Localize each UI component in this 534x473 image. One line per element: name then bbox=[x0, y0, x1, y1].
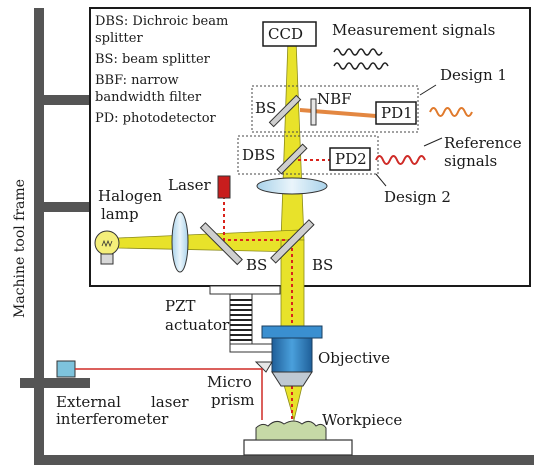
beam-splitter-left bbox=[199, 222, 243, 266]
ccd-label: CCD bbox=[268, 25, 303, 43]
interferometer-beam bbox=[75, 368, 263, 420]
interferometer-label: interferometer bbox=[56, 410, 169, 428]
bs-right-label: BS bbox=[312, 256, 333, 274]
objective bbox=[261, 325, 323, 387]
machine-tool-frame bbox=[20, 8, 534, 465]
workpiece-label: Workpiece bbox=[322, 411, 402, 429]
legend-line-5: bandwidth filter bbox=[95, 90, 202, 105]
narrow-band-filter bbox=[310, 98, 317, 126]
external-label: External bbox=[56, 393, 121, 411]
design2-leader bbox=[375, 173, 387, 187]
red-signal-wave bbox=[375, 155, 426, 165]
orange-signal-wave bbox=[429, 107, 473, 117]
laser-path-main bbox=[223, 196, 293, 420]
pd2-label: PD2 bbox=[335, 150, 367, 168]
objective-body bbox=[271, 337, 313, 373]
measurement-signals-label: Measurement signals bbox=[332, 21, 495, 39]
pzt-top-bracket bbox=[209, 285, 281, 295]
pd2-detector bbox=[329, 147, 371, 171]
pzt-label: PZT bbox=[165, 297, 196, 315]
halogen-label: Halogen bbox=[98, 187, 162, 205]
objective-collar bbox=[261, 325, 323, 339]
legend-line-4: BBF: narrow bbox=[95, 73, 179, 88]
frame-arm-lower bbox=[20, 378, 90, 388]
signals-label: signals bbox=[444, 152, 497, 170]
legend: DBS: Dichroic beam splitter BS: beam spl… bbox=[95, 14, 228, 126]
pzt-bottom-bracket bbox=[229, 343, 277, 353]
lamp-label: lamp bbox=[101, 205, 139, 223]
pzt-stack-lines bbox=[230, 299, 252, 341]
frame-arm-top bbox=[34, 95, 90, 105]
legend-line-6: PD: photodetector bbox=[95, 111, 217, 126]
laser-word-label: laser bbox=[151, 393, 189, 411]
legend-line-1: DBS: Dichroic beam bbox=[95, 14, 228, 29]
prism-label: prism bbox=[211, 391, 255, 409]
halogen-lamp bbox=[94, 230, 120, 265]
dichroic-beam-splitter bbox=[276, 143, 308, 175]
reference-leader bbox=[423, 137, 443, 147]
beam-splitter-right bbox=[270, 219, 315, 264]
ccd-camera bbox=[262, 21, 317, 47]
laser-paths bbox=[223, 159, 330, 420]
lamp-filament bbox=[101, 239, 113, 248]
frame-vertical-post bbox=[34, 8, 44, 460]
design1-leader bbox=[419, 84, 437, 96]
workpiece-stage bbox=[243, 439, 353, 456]
laser-label: Laser bbox=[168, 176, 211, 194]
legend-line-3: BS: beam splitter bbox=[95, 52, 211, 67]
frame-arm-middle bbox=[34, 202, 90, 212]
micro-label: Micro bbox=[207, 373, 252, 391]
collimating-lens bbox=[171, 211, 189, 273]
nbf-label: NBF bbox=[317, 90, 352, 108]
vertical-beam-upper bbox=[280, 39, 305, 241]
actuator-label: actuator bbox=[165, 316, 230, 334]
design2-label: Design 2 bbox=[384, 188, 451, 206]
laser-source bbox=[217, 175, 231, 199]
objective-label: Objective bbox=[318, 349, 390, 367]
workpiece bbox=[255, 420, 327, 441]
pd1-label: PD1 bbox=[381, 104, 413, 122]
design2-box bbox=[237, 135, 379, 175]
machine-frame-label: Machine tool frame bbox=[12, 179, 28, 318]
design1-label: Design 1 bbox=[440, 66, 507, 84]
optics-housing bbox=[89, 7, 531, 287]
design1-box bbox=[251, 85, 419, 133]
bs-left-label: BS bbox=[246, 256, 267, 274]
dbs-label: DBS bbox=[242, 146, 275, 164]
pzt-actuator bbox=[209, 285, 281, 353]
frame-base bbox=[34, 455, 534, 465]
objective-tip bbox=[271, 371, 313, 387]
tube-lens bbox=[256, 177, 328, 195]
beam-splitter-top bbox=[268, 94, 302, 128]
legend-line-2: splitter bbox=[95, 31, 143, 46]
external-interferometer bbox=[56, 360, 76, 378]
micro-prism bbox=[254, 361, 273, 373]
bs-top-label: BS bbox=[255, 99, 276, 117]
pd1-detector bbox=[375, 101, 417, 125]
measurement-wave-2 bbox=[333, 62, 389, 70]
measurement-wave-1 bbox=[333, 48, 383, 56]
lamp-base bbox=[100, 253, 114, 265]
reference-label: Reference bbox=[444, 134, 522, 152]
nbf-beam bbox=[300, 108, 376, 118]
